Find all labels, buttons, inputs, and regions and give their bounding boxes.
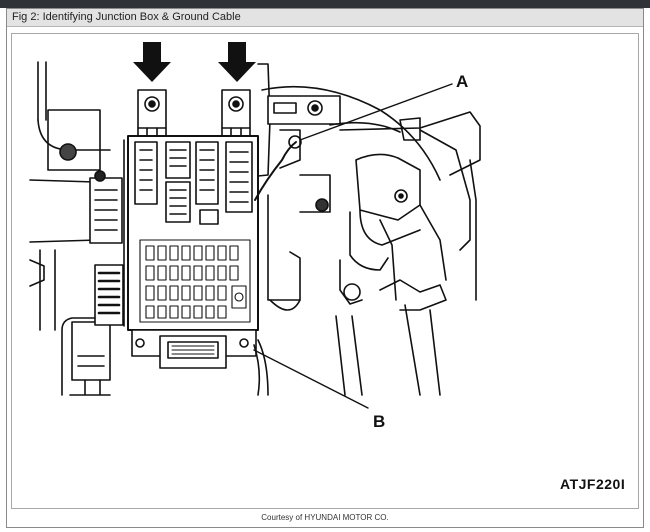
relay-block bbox=[89, 170, 124, 326]
leader-a bbox=[299, 83, 453, 141]
leader-b bbox=[253, 349, 369, 409]
figure-credit: Courtesy of HYUNDAI MOTOR CO. bbox=[261, 513, 389, 522]
caption-bar: Fig 2: Identifying Junction Box & Ground… bbox=[7, 9, 643, 27]
figure-caption: Fig 2: Identifying Junction Box & Ground… bbox=[12, 11, 241, 23]
callout-b: B bbox=[373, 412, 386, 431]
figure-code: ATJF220I bbox=[560, 476, 626, 492]
mounting-tabs bbox=[137, 89, 251, 141]
top-strip bbox=[0, 0, 650, 8]
arrow-right bbox=[218, 42, 256, 82]
callout-a: A bbox=[456, 72, 469, 91]
leader-lines bbox=[253, 83, 453, 409]
junction-box bbox=[123, 135, 259, 369]
illustration-box bbox=[11, 33, 639, 509]
fuse-grid bbox=[139, 239, 251, 323]
wire-harness bbox=[253, 141, 297, 396]
column-bracket bbox=[257, 63, 481, 396]
arrow-left bbox=[133, 42, 171, 82]
